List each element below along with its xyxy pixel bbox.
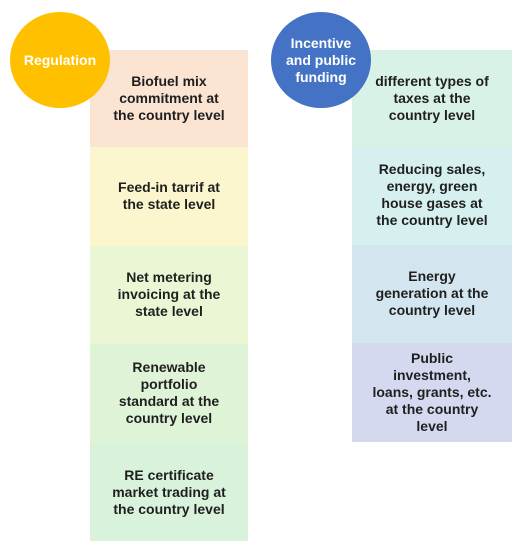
incentive-circle: Incentive and public funding [271, 12, 371, 108]
incentive-box-taxes: different types of taxes at the country … [352, 50, 512, 146]
regulation-box-feed-in-tariff: Feed-in tarrif at the state level [90, 147, 248, 246]
regulation-box-renewable-portfolio: Renewable portfolio standard at the coun… [90, 344, 248, 443]
regulation-box-biofuel: Biofuel mix commitment at the country le… [90, 50, 248, 147]
regulation-circle: Regulation [10, 12, 110, 108]
incentive-box-public-investment: Public investment, loans, grants, etc. a… [352, 343, 512, 442]
incentive-box-energy-generation: Energy generation at the country level [352, 244, 512, 344]
incentive-box-reducing-sales: Reducing sales, energy, green house gase… [352, 146, 512, 245]
regulation-box-net-metering: Net metering invoicing at the state leve… [90, 245, 248, 345]
regulation-column: Biofuel mix commitment at the country le… [90, 50, 248, 542]
incentive-column: different types of taxes at the country … [352, 50, 512, 442]
regulation-box-re-certificate: RE certificate market trading at the cou… [90, 442, 248, 542]
